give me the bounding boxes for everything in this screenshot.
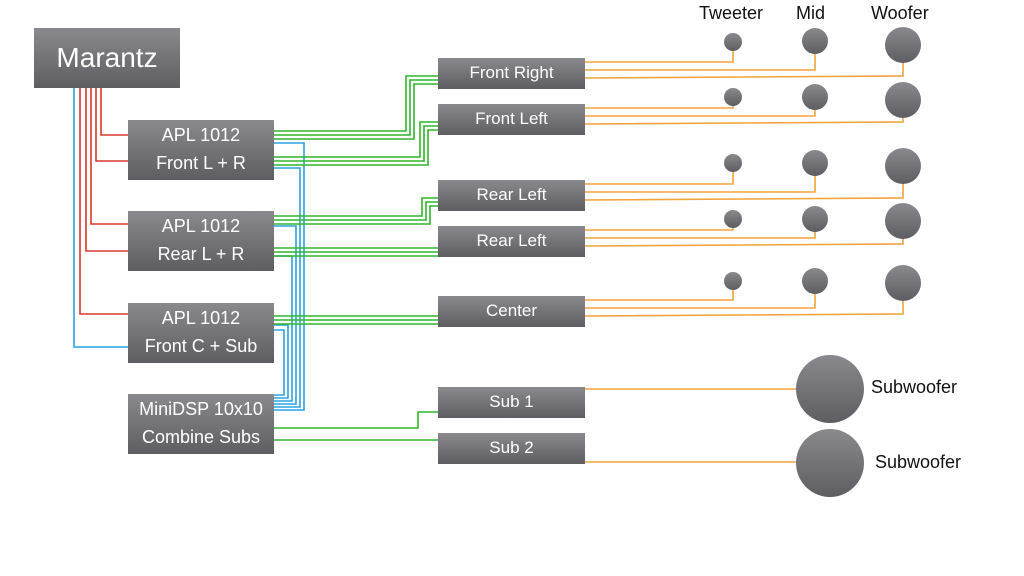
orange-wire-tweeter <box>585 163 734 185</box>
blue-wire <box>274 225 297 405</box>
processor-model: APL 1012 <box>161 308 241 329</box>
tweeter-speaker-icon[interactable] <box>724 210 742 228</box>
blue-wire <box>274 324 289 399</box>
red-wire <box>90 88 128 225</box>
processor-model: MiniDSP 10x10 <box>139 399 263 420</box>
mid-speaker-icon[interactable] <box>802 268 828 294</box>
amp-sub-1[interactable]: Sub 1 <box>438 387 585 418</box>
amp-rear-left-2[interactable]: Rear Left <box>438 226 585 257</box>
processor-apl-front-lr[interactable]: APL 1012 Front L + R <box>128 120 274 180</box>
amp-label: Front Left <box>475 109 548 129</box>
tweeter-speaker-icon[interactable] <box>724 272 742 290</box>
orange-wire-tweeter <box>585 97 734 109</box>
processor-minidsp[interactable]: MiniDSP 10x10 Combine Subs <box>128 394 274 454</box>
woofer-speaker-icon[interactable] <box>885 82 921 118</box>
processor-model: APL 1012 <box>161 216 241 237</box>
woofer-speaker-icon[interactable] <box>885 203 921 239</box>
orange-wire-mid <box>585 41 816 71</box>
green-wire-front-right <box>274 79 438 136</box>
mid-speaker-icon[interactable] <box>802 206 828 232</box>
orange-wire-mid <box>585 219 816 239</box>
green-wire-sub-1 <box>274 411 438 429</box>
green-wire-rear-left-1 <box>274 205 438 225</box>
header-mid: Mid <box>796 3 826 23</box>
processor-model: APL 1012 <box>161 125 241 146</box>
blue-wire <box>73 88 128 348</box>
mid-speaker-icon[interactable] <box>802 84 828 110</box>
processor-role: Rear L + R <box>157 244 245 264</box>
blue-wire <box>274 167 301 408</box>
blue-wire <box>274 255 293 402</box>
amp-label: Rear Left <box>476 231 547 251</box>
subwoofer-label-2: Subwoofer <box>875 452 962 472</box>
orange-wire-woofer <box>584 100 904 125</box>
amp-front-right[interactable]: Front Right <box>438 58 585 89</box>
red-wire <box>79 88 128 315</box>
amp-label: Front Right <box>469 63 554 83</box>
tweeter-speaker-icon[interactable] <box>724 33 742 51</box>
green-wire-front-left <box>274 125 438 162</box>
amp-label: Rear Left <box>476 185 547 205</box>
mid-speaker-icon[interactable] <box>802 150 828 176</box>
green-wire-front-right <box>274 83 438 140</box>
amp-sub-2[interactable]: Sub 2 <box>438 433 585 464</box>
green-wire-front-right <box>274 75 438 132</box>
red-wire <box>85 88 128 252</box>
subwoofer-speaker-icon[interactable] <box>796 355 864 423</box>
red-wire <box>100 88 128 136</box>
processor-apl-rear-lr[interactable]: APL 1012 Rear L + R <box>128 211 274 271</box>
woofer-speaker-icon[interactable] <box>885 27 921 63</box>
subwoofer-speaker-icon[interactable] <box>796 429 864 497</box>
processor-role: Front L + R <box>156 153 246 173</box>
marantz-receiver[interactable]: Marantz <box>34 28 180 88</box>
blue-wire <box>274 329 285 396</box>
header-woofer: Woofer <box>871 3 929 23</box>
amp-rear-left-1[interactable]: Rear Left <box>438 180 585 211</box>
red-wire <box>95 88 128 162</box>
woofer-speaker-icon[interactable] <box>885 265 921 301</box>
green-wire-rear-left-1 <box>274 201 438 221</box>
orange-wire-mid <box>585 281 816 309</box>
orange-wire-mid <box>585 163 816 193</box>
orange-wire-woofer <box>584 221 904 247</box>
orange-wire-woofer <box>584 166 904 201</box>
marantz-label: Marantz <box>56 42 158 74</box>
amp-label: Sub 1 <box>489 392 534 412</box>
header-tweeter: Tweeter <box>699 3 764 23</box>
orange-wire-mid <box>585 97 816 117</box>
tweeter-speaker-icon[interactable] <box>724 88 742 106</box>
amp-label: Sub 2 <box>489 438 534 458</box>
processor-role: Front C + Sub <box>144 336 258 356</box>
woofer-speaker-icon[interactable] <box>885 148 921 184</box>
blue-wire <box>274 142 305 411</box>
processor-apl-front-c-sub[interactable]: APL 1012 Front C + Sub <box>128 303 274 363</box>
subwoofer-label-1: Subwoofer <box>871 377 958 397</box>
orange-wire-tweeter <box>585 219 734 231</box>
amp-front-left[interactable]: Front Left <box>438 104 585 135</box>
green-wire-front-left <box>274 129 438 166</box>
mid-speaker-icon[interactable] <box>802 28 828 54</box>
orange-wire-tweeter <box>585 281 734 301</box>
amp-label: Center <box>485 301 538 321</box>
green-wire-rear-left-1 <box>274 197 438 217</box>
orange-wire-tweeter <box>585 42 734 63</box>
green-wire-front-left <box>274 121 438 158</box>
processor-role: Combine Subs <box>141 427 261 447</box>
tweeter-speaker-icon[interactable] <box>724 154 742 172</box>
amp-center[interactable]: Center <box>438 296 585 327</box>
